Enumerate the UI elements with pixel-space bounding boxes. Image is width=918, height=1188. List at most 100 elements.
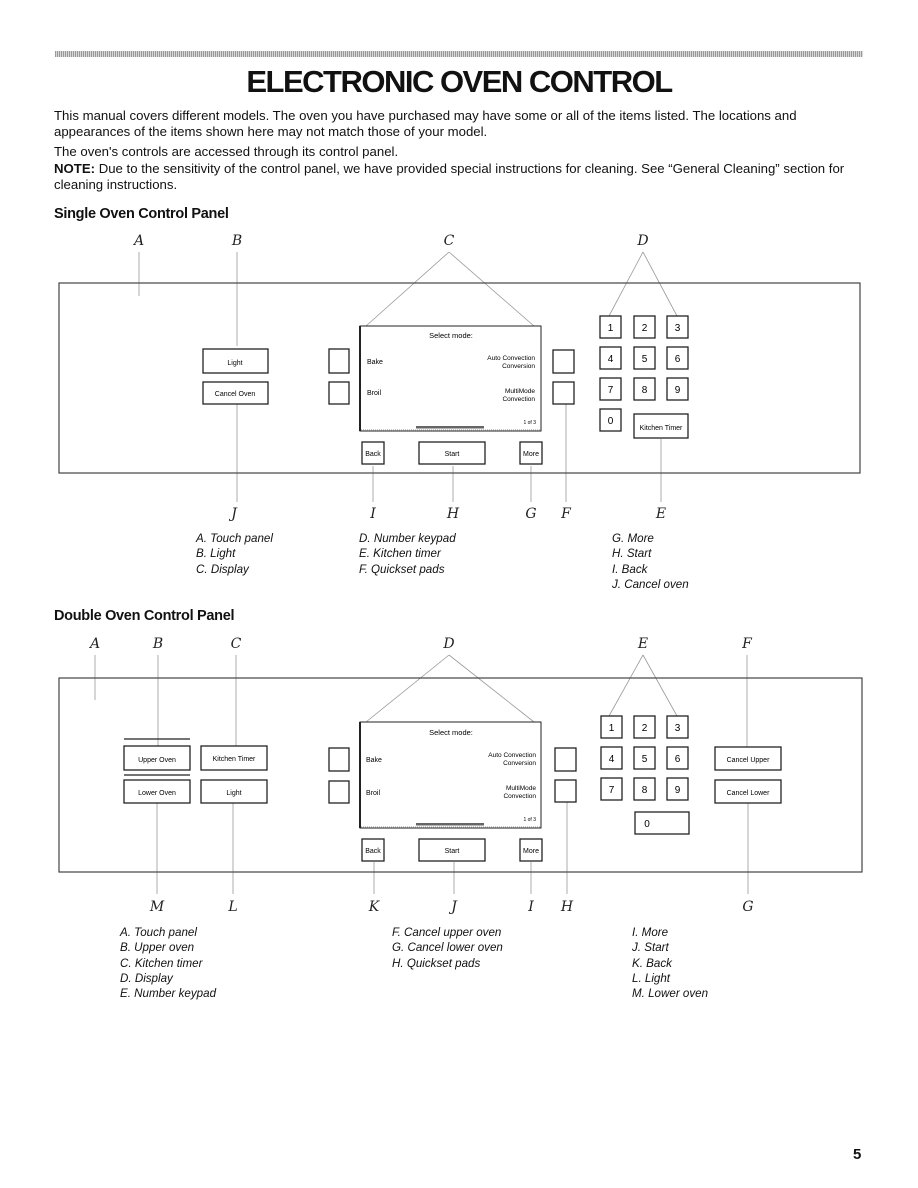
more-button[interactable]: More <box>519 838 543 862</box>
keypad-key-7[interactable]: 7 <box>600 777 623 801</box>
display-broil[interactable]: Broil <box>367 390 381 397</box>
display-bake[interactable]: Bake <box>366 757 382 764</box>
legend-item: K. Back <box>632 956 672 970</box>
callout-g: G <box>742 899 753 915</box>
keypad-key-6[interactable]: 6 <box>666 346 689 370</box>
display-bake[interactable]: Bake <box>367 359 383 366</box>
callout-e: E <box>637 636 648 652</box>
back-button[interactable]: Back <box>361 838 385 862</box>
quickset-pad-left-bottom[interactable] <box>328 381 350 405</box>
keypad-key-5[interactable]: 5 <box>633 746 656 770</box>
keypad-key-4[interactable]: 4 <box>600 746 623 770</box>
display-broil[interactable]: Broil <box>366 790 380 797</box>
start-button[interactable]: Start <box>418 838 486 862</box>
legend-item: J. Cancel oven <box>612 577 689 591</box>
keypad-key-2[interactable]: 2 <box>633 315 656 339</box>
callout-i: I <box>527 899 534 915</box>
note-paragraph: NOTE: Due to the sensitivity of the cont… <box>54 161 866 193</box>
quickset-pad-left-bottom[interactable] <box>328 780 350 804</box>
quickset-pad-left-top[interactable] <box>328 348 350 374</box>
single-panel-heading: Single Oven Control Panel <box>54 206 229 222</box>
cancel-oven-button-label: Cancel Oven <box>215 391 256 398</box>
more-button[interactable]: More <box>519 441 543 465</box>
note-text: Due to the sensitivity of the control pa… <box>54 161 845 192</box>
keypad-key-3[interactable]: 3 <box>666 715 689 739</box>
callout-f: F <box>741 636 753 652</box>
keypad-key-6[interactable]: 6 <box>666 746 689 770</box>
keypad-key-label: 2 <box>642 323 648 334</box>
display-multimode[interactable]: MultiMode <box>505 388 535 395</box>
callout-a: A <box>132 233 144 249</box>
note-label: NOTE: <box>54 161 96 176</box>
keypad-key-5[interactable]: 5 <box>633 346 656 370</box>
callout-b: B <box>152 636 163 652</box>
cancel-oven-button[interactable]: Cancel Oven <box>202 381 269 405</box>
display-select-mode: Select mode: <box>429 728 473 737</box>
legend-item: D. Number keypad <box>359 532 456 545</box>
quickset-pad-right-top[interactable] <box>554 747 577 772</box>
legend-item: I. Back <box>612 562 648 576</box>
cancel-upper-button[interactable]: Cancel Upper <box>714 746 782 771</box>
legend-item: G. Cancel lower oven <box>392 941 503 955</box>
keypad-key-0[interactable]: 0 <box>599 408 622 432</box>
keypad-key-8[interactable]: 8 <box>633 377 656 401</box>
page-number: 5 <box>853 1146 862 1163</box>
quickset-pad-right-bottom[interactable] <box>554 779 577 803</box>
keypad-key-3[interactable]: 3 <box>666 315 689 339</box>
keypad-key-label: 9 <box>675 385 681 396</box>
light-button[interactable]: Light <box>202 348 269 374</box>
display-auto-convection[interactable]: Auto Convection <box>487 355 535 362</box>
start-button-label: Start <box>445 451 460 458</box>
quickset-pad-right-top[interactable] <box>552 349 575 374</box>
light-button-label: Light <box>226 790 241 797</box>
kitchen-timer-button[interactable]: Kitchen Timer <box>633 413 689 439</box>
callout-h: H <box>560 899 574 915</box>
display-multimode[interactable]: MultiMode <box>506 785 536 792</box>
display-auto-convection[interactable]: Auto Convection <box>488 752 536 759</box>
keypad-key-9[interactable]: 9 <box>666 377 689 401</box>
single-legend-col-3: G. More H. Start I. Back J. Cancel oven <box>612 531 689 592</box>
legend-item: A. Touch panel <box>120 926 197 939</box>
legend-item: I. More <box>632 926 669 939</box>
keypad-key-1[interactable]: 1 <box>599 315 622 339</box>
legend-item: D. Display <box>120 971 173 985</box>
keypad-key-0[interactable]: 0 <box>634 811 690 835</box>
legend-item: G. More <box>612 532 654 545</box>
upper-oven-button[interactable]: Upper Oven <box>123 745 191 771</box>
callout-g: G <box>525 506 536 522</box>
quickset-pad-right-bottom[interactable] <box>552 381 575 405</box>
keypad-key-9[interactable]: 9 <box>666 777 689 801</box>
kitchen-timer-button-label: Kitchen Timer <box>213 756 256 763</box>
kitchen-timer-button[interactable]: Kitchen Timer <box>200 745 268 771</box>
light-button-label: Light <box>227 360 242 367</box>
quickset-pad-left-top[interactable] <box>328 747 350 772</box>
callout-k: K <box>368 899 381 915</box>
back-button[interactable]: Back <box>361 441 385 465</box>
legend-item: H. Start <box>612 547 652 561</box>
legend-item: H. Quickset pads <box>392 956 481 970</box>
callout-d: D <box>636 233 648 249</box>
more-button-label: More <box>523 848 539 855</box>
keypad-key-1[interactable]: 1 <box>600 715 623 739</box>
light-button[interactable]: Light <box>200 779 268 804</box>
keypad-key-label: 7 <box>608 385 614 396</box>
keypad-key-8[interactable]: 8 <box>633 777 656 801</box>
keypad-key-label: 0 <box>644 819 650 830</box>
callout-c: C <box>231 636 242 652</box>
cancel-upper-button-label: Cancel Upper <box>727 757 770 764</box>
keypad-key-7[interactable]: 7 <box>599 377 622 401</box>
display-conversion: Conversion <box>503 760 536 767</box>
legend-item: M. Lower oven <box>632 987 709 1001</box>
legend-item: F. Cancel upper oven <box>392 926 502 939</box>
single-legend-col-1: A. Touch panel B. Light C. Display <box>196 531 273 577</box>
keypad-key-4[interactable]: 4 <box>599 346 622 370</box>
single-legend-col-2: D. Number keypad E. Kitchen timer F. Qui… <box>359 531 456 577</box>
keypad-key-2[interactable]: 2 <box>633 715 656 739</box>
back-button-label: Back <box>365 848 381 855</box>
display-convection: Convection <box>502 396 535 403</box>
cancel-lower-button[interactable]: Cancel Lower <box>714 779 782 804</box>
start-button[interactable]: Start <box>418 441 486 465</box>
callout-l: L <box>227 899 237 915</box>
more-button-label: More <box>523 451 539 458</box>
lower-oven-button[interactable]: Lower Oven <box>123 779 191 804</box>
